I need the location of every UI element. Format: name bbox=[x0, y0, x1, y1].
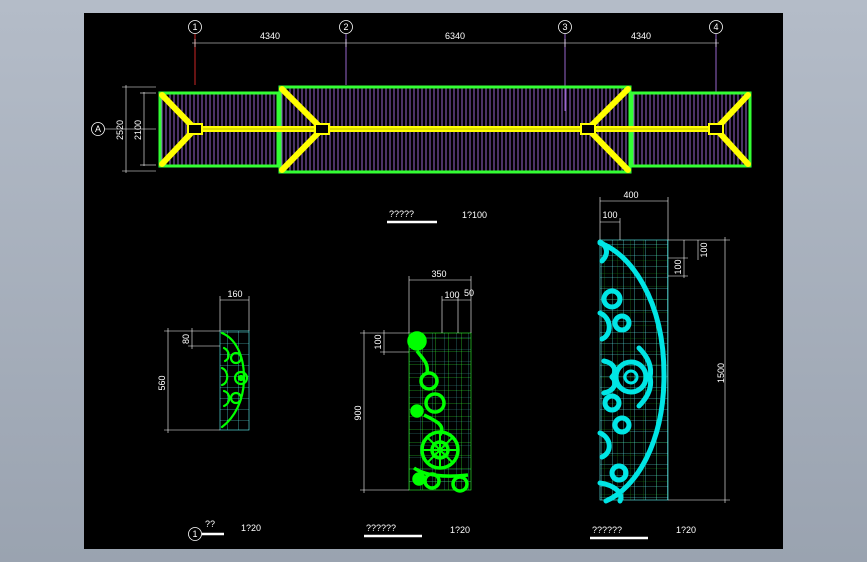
svg-text:80: 80 bbox=[181, 334, 191, 344]
svg-text:400: 400 bbox=[623, 190, 638, 200]
svg-text:1?100: 1?100 bbox=[462, 210, 487, 220]
roof-beams bbox=[159, 86, 751, 173]
svg-text:50: 50 bbox=[464, 288, 474, 298]
svg-text:4: 4 bbox=[713, 22, 718, 32]
cad-viewport[interactable]: 1 2 3 4 4340 6340 4340 bbox=[84, 13, 783, 549]
svg-text:2: 2 bbox=[343, 22, 348, 32]
svg-text:1?20: 1?20 bbox=[676, 525, 696, 535]
grid-bubble-4: 4 bbox=[709, 20, 723, 34]
svg-text:4340: 4340 bbox=[260, 31, 280, 41]
plan-top-dimensions: 4340 6340 4340 bbox=[192, 31, 719, 47]
svg-text:100: 100 bbox=[373, 334, 383, 349]
svg-text:1: 1 bbox=[192, 529, 197, 539]
svg-text:100: 100 bbox=[699, 242, 709, 257]
svg-text:1?20: 1?20 bbox=[450, 525, 470, 535]
svg-text:2520: 2520 bbox=[115, 120, 125, 140]
large-motif bbox=[597, 239, 667, 504]
svg-text:100: 100 bbox=[673, 259, 683, 274]
small-motif bbox=[220, 331, 249, 429]
svg-text:A: A bbox=[95, 124, 101, 134]
svg-text:6340: 6340 bbox=[445, 31, 465, 41]
detail-large-title: ?????? 1?20 bbox=[590, 525, 696, 540]
grid-bubble-1: 1 bbox=[188, 20, 202, 34]
svg-text:?????: ????? bbox=[389, 209, 414, 219]
mid-motif bbox=[407, 331, 469, 493]
svg-text:350: 350 bbox=[431, 269, 446, 279]
detail-large: 400 100 1500 100 100 ?????? 1?20 bbox=[590, 190, 730, 540]
svg-text:1?20: 1?20 bbox=[241, 523, 261, 533]
grid-bubble-a: A bbox=[91, 122, 156, 136]
svg-text:1: 1 bbox=[192, 22, 197, 32]
cad-drawing: 1 2 3 4 4340 6340 4340 bbox=[91, 20, 752, 541]
svg-text:2100: 2100 bbox=[133, 120, 143, 140]
grid-bubble-3: 3 bbox=[558, 20, 572, 34]
plan-title: ????? 1?100 bbox=[387, 209, 487, 224]
detail-mid-title: ?????? 1?20 bbox=[364, 523, 470, 538]
detail-small-title: 1 ?? 1?20 bbox=[188, 519, 261, 541]
svg-text:100: 100 bbox=[602, 210, 617, 220]
svg-text:4340: 4340 bbox=[631, 31, 651, 41]
roof-plan: 1 2 3 4 4340 6340 4340 bbox=[91, 20, 752, 224]
svg-text:100: 100 bbox=[444, 290, 459, 300]
svg-text:1500: 1500 bbox=[716, 363, 726, 383]
svg-text:??: ?? bbox=[205, 519, 215, 529]
svg-text:560: 560 bbox=[157, 375, 167, 390]
detail-small: 160 560 80 1 ?? 1?20 bbox=[157, 289, 261, 541]
svg-text:3: 3 bbox=[562, 22, 567, 32]
svg-text:??????: ?????? bbox=[366, 523, 396, 533]
svg-text:900: 900 bbox=[353, 405, 363, 420]
beam-joints bbox=[187, 123, 724, 135]
svg-text:??????: ?????? bbox=[592, 525, 622, 535]
detail-mid: 350 100 50 900 100 ?????? 1?20 bbox=[353, 269, 474, 538]
svg-text:160: 160 bbox=[227, 289, 242, 299]
plan-left-dimensions: 2520 2100 bbox=[115, 85, 156, 173]
grid-bubble-2: 2 bbox=[339, 20, 353, 34]
